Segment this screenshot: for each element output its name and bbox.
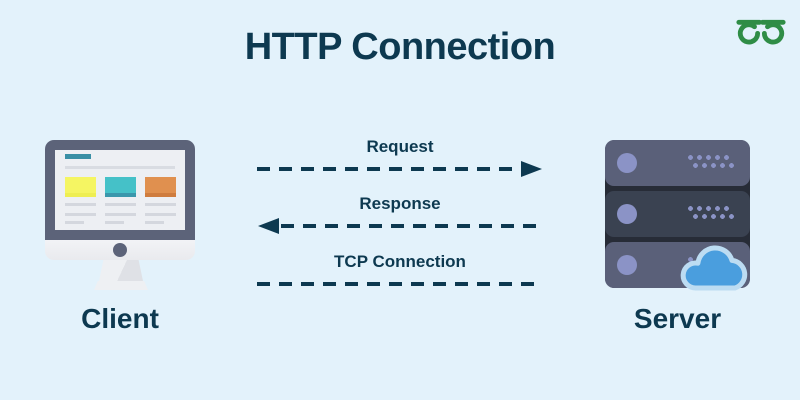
monitor-power-dot-icon [113,243,127,257]
cloud-icon [680,245,748,291]
server-label: Server [633,303,722,334]
screen-card-teal [105,177,136,197]
server-unit-2 [605,191,750,237]
geeksforgeeks-logo-icon [736,19,786,45]
server-led-dots [686,206,735,219]
response-label: Response [359,194,441,213]
screen-divider [65,166,175,169]
monitor-stand-base [94,281,148,290]
tcp-connection-label: TCP Connection [334,252,466,271]
screen-header-bar [65,154,91,159]
screen-card-yellow [65,177,96,197]
server-unit-1 [605,140,750,186]
client-monitor-illustration [45,140,195,240]
server-led-dots [686,155,735,168]
client-label: Client [81,303,159,334]
request-arrow-group: Request [255,136,545,178]
page-title: HTTP Connection [244,26,556,68]
server-knob-icon [617,204,637,224]
monitor-screen [55,150,185,230]
monitor-chin [45,240,195,260]
tcp-connection-line-icon [257,282,543,286]
request-label: Request [366,137,434,156]
response-arrow-group: Response [255,193,545,235]
server-knob-icon [617,255,637,275]
request-arrow-icon [257,161,542,177]
server-knob-icon [617,153,637,173]
screen-card-orange [145,177,176,197]
monitor-stand-neck [99,260,143,281]
tcp-connection-group: TCP Connection [255,251,545,293]
response-arrow-icon [258,218,543,234]
